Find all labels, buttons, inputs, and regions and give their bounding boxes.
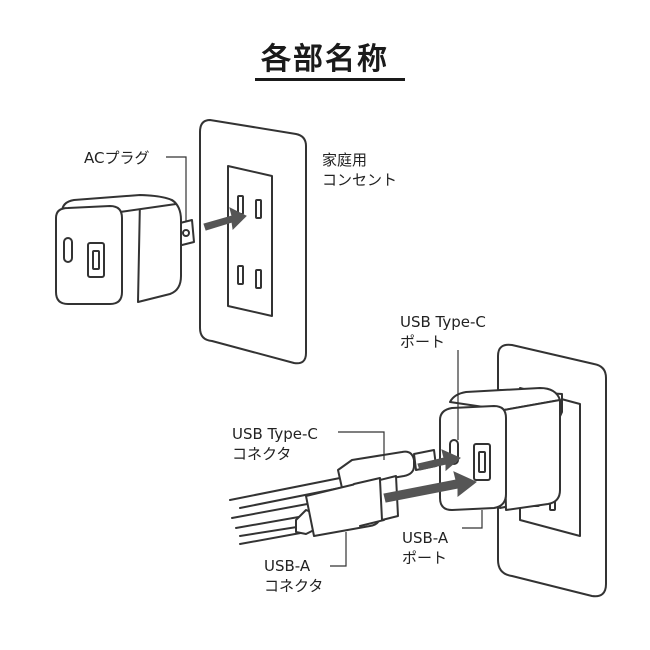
- arrow-plug-to-outlet: [203, 207, 247, 231]
- insertion-arrows: [203, 207, 477, 503]
- usb-a-cable: [235, 475, 399, 545]
- label-usba-connector: USB-A コネクタ: [264, 557, 324, 595]
- charger-top: [55, 194, 195, 305]
- label-usba-port: USB-A ポート: [402, 529, 449, 567]
- leader-usba-port: [462, 510, 483, 529]
- leader-usba-connector: [330, 532, 347, 567]
- label-usbc-port: USB Type-C ポート: [400, 313, 486, 351]
- leader-usbc-connector: [338, 431, 385, 460]
- leader-lines: [166, 156, 483, 567]
- title-underline: [255, 78, 405, 81]
- page-title: 各部名称: [261, 42, 389, 77]
- arrow-usba-to-port: [383, 471, 477, 503]
- label-ac-plug: ACプラグ: [84, 149, 150, 167]
- label-outlet: 家庭用 コンセント: [322, 151, 398, 189]
- wall-outlet-top: [199, 119, 307, 365]
- arrow-usbc-to-port: [417, 449, 461, 472]
- label-usbc-connector: USB Type-C コネクタ: [232, 425, 318, 463]
- leader-ac-plug: [166, 156, 187, 222]
